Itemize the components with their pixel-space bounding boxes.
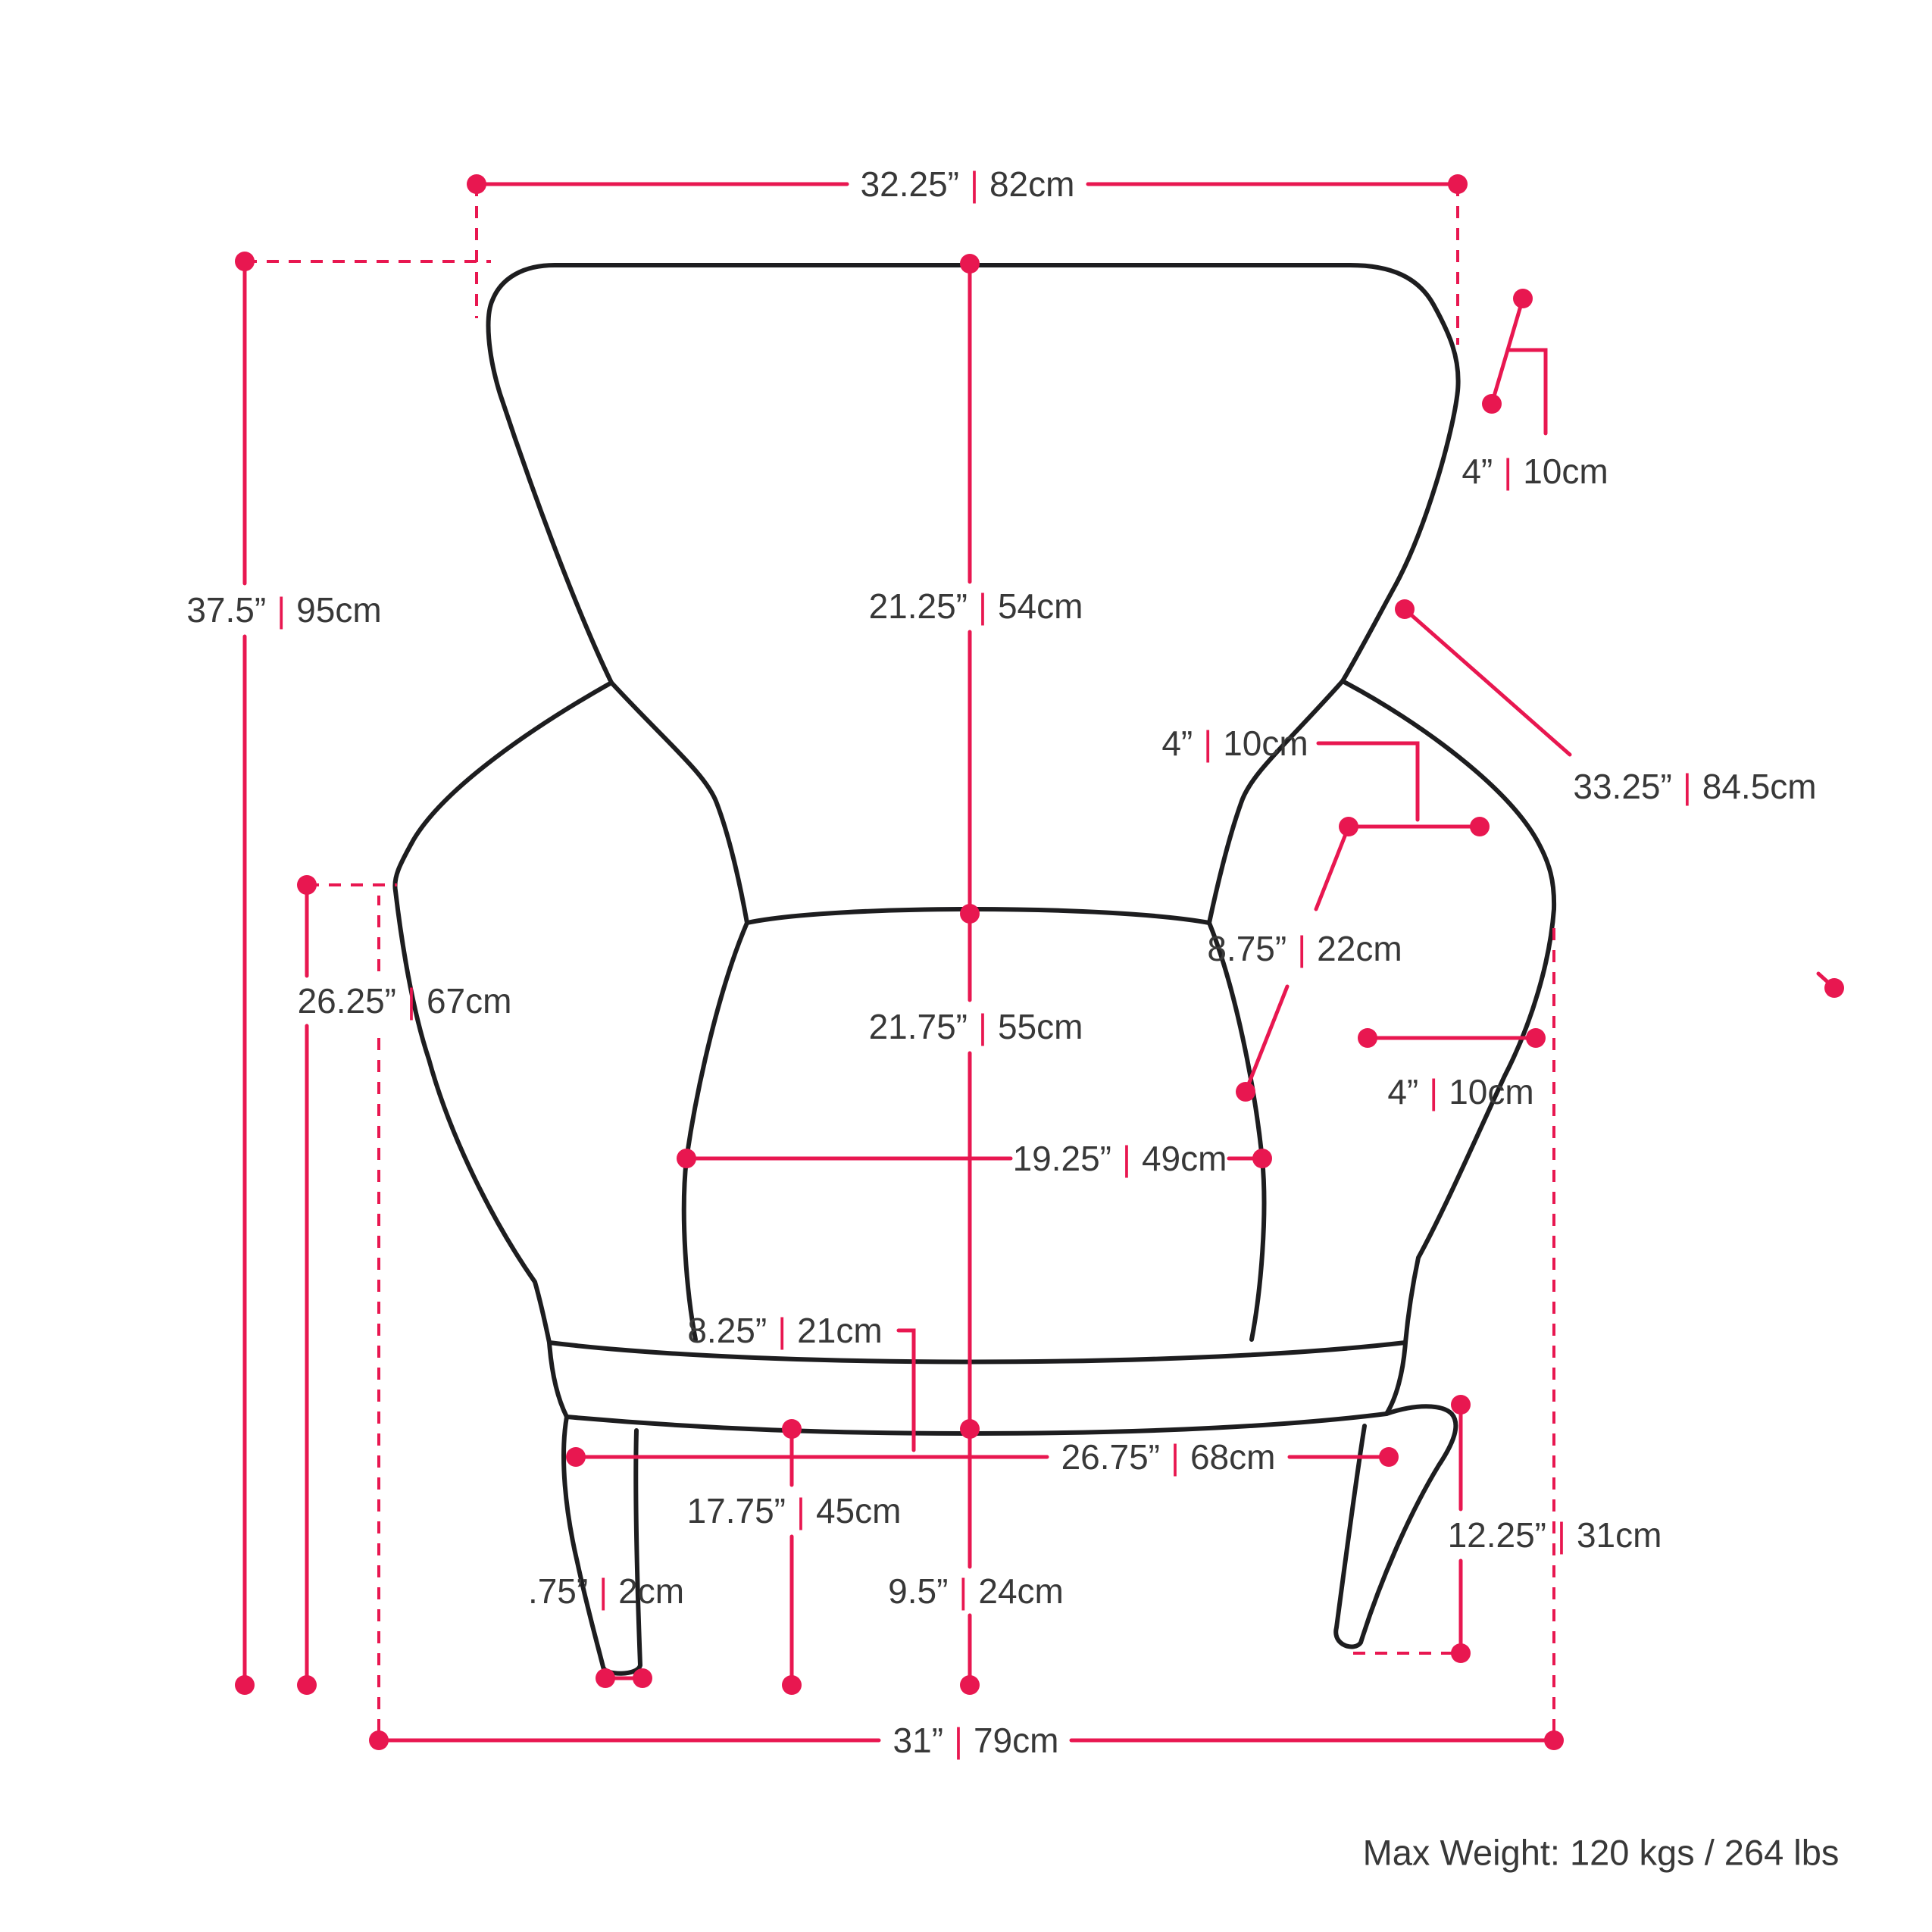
endpoint-dot xyxy=(782,1419,802,1439)
dim-label-arm-thickness: 4”|10cm xyxy=(1387,1072,1533,1111)
dim-base-width: 26.75”|68cm xyxy=(566,1437,1399,1477)
dim-cushion-thickness: 8.25”|21cm xyxy=(687,1311,916,1452)
endpoint-dot xyxy=(960,1675,980,1695)
chair-left-wing-inner xyxy=(609,680,749,925)
leader-line xyxy=(1507,348,1548,436)
dim-label-arm-height: 8.75”|22cm xyxy=(1207,929,1402,968)
dim-label-top-width: 32.25”|82cm xyxy=(861,164,1075,204)
chair-right-arm-outer xyxy=(1340,679,1557,1345)
chair-skirt-left-side xyxy=(547,1340,569,1419)
endpoint-dot xyxy=(235,1675,255,1695)
dim-label-back-leg-height: 12.25”|31cm xyxy=(1448,1515,1662,1555)
dim-seat-back-height: 21.75”|55cm xyxy=(869,911,1083,1439)
endpoint-dot xyxy=(1451,1395,1471,1415)
endpoint-dot xyxy=(1482,394,1502,414)
endpoint-dot xyxy=(566,1447,586,1467)
dimension-line xyxy=(1402,607,1572,757)
dim-seat-width: 19.25”|49cm xyxy=(677,1139,1272,1178)
dim-arm-thickness: 4”|10cm xyxy=(1358,1028,1546,1111)
endpoint-dot xyxy=(297,875,317,895)
endpoint-dot xyxy=(1451,1643,1471,1663)
endpoint-dot xyxy=(1358,1028,1377,1048)
dim-label-seat-height: 17.75”|45cm xyxy=(687,1491,902,1530)
leader-line xyxy=(896,1328,916,1452)
dim-label-seat-back-height: 21.75”|55cm xyxy=(869,1007,1083,1046)
endpoint-dot xyxy=(297,1675,317,1695)
endpoint-dot xyxy=(677,1149,696,1168)
max-weight-note: Max Weight: 120 kgs / 264 lbs xyxy=(1363,1833,1840,1873)
dim-label-wing-thickness: 4”|10cm xyxy=(1462,452,1608,491)
dim-back-height: 21.25”|54cm xyxy=(869,254,1083,924)
endpoint-dot xyxy=(235,252,255,271)
endpoint-dot xyxy=(1544,1730,1564,1750)
endpoint-dot xyxy=(633,1668,652,1688)
dim-label-front-leg-height: 9.5”|24cm xyxy=(888,1571,1064,1611)
endpoint-dot xyxy=(1252,1149,1272,1168)
dim-label-cushion-thickness: 8.25”|21cm xyxy=(687,1311,882,1350)
dim-arm-top-width: 4”|10cm xyxy=(1161,724,1490,836)
endpoint-dot xyxy=(369,1730,389,1750)
dim-label-back-height: 21.25”|54cm xyxy=(869,586,1083,626)
endpoint-dot xyxy=(1395,599,1415,619)
dim-foot-width: .75”|2cm xyxy=(528,1571,684,1688)
dim-seat-height: 17.75”|45cm xyxy=(687,1419,902,1695)
dim-label-bottom-width: 31”|79cm xyxy=(893,1721,1059,1760)
chair-left-arm-inner xyxy=(681,921,749,1342)
endpoint-dot xyxy=(1470,817,1490,836)
chair-left-leg xyxy=(561,1415,642,1676)
chair-skirt-right-side xyxy=(1384,1340,1408,1416)
dim-overall-height: 37.5”|95cm xyxy=(186,252,491,1695)
chair-back-outline xyxy=(486,263,1461,685)
dim-label-base-width: 26.75”|68cm xyxy=(1061,1437,1276,1477)
leader-line xyxy=(1316,741,1420,822)
endpoint-dot xyxy=(596,1668,615,1688)
dim-label-arm-floor-height: 26.25”|67cm xyxy=(298,981,512,1021)
endpoint-dot xyxy=(1824,978,1844,998)
dimension-line xyxy=(1314,824,1351,911)
dim-bottom-width: 31”|79cm xyxy=(369,896,1564,1760)
dim-label-diagonal-depth: 33.25”|84.5cm xyxy=(1573,767,1816,806)
chair-left-arm-outer xyxy=(392,680,614,1345)
dim-label-overall-height: 37.5”|95cm xyxy=(186,590,381,630)
dim-top-width: 32.25”|82cm xyxy=(467,164,1468,345)
dim-label-arm-top-width: 4”|10cm xyxy=(1161,724,1308,763)
chair-skirt-top xyxy=(547,1340,1408,1365)
endpoint-dot xyxy=(960,254,980,274)
chair-right-arm-inner xyxy=(1207,921,1267,1342)
dim-front-leg-height: 9.5”|24cm xyxy=(888,1427,1064,1695)
endpoint-dot xyxy=(1379,1447,1399,1467)
dim-diagonal-depth: 33.25”|84.5cm xyxy=(1395,599,1844,998)
dim-arm-height: 8.75”|22cm xyxy=(1207,824,1402,1102)
endpoint-dot xyxy=(782,1675,802,1695)
endpoint-dot xyxy=(1513,289,1533,308)
dimension-line xyxy=(1243,984,1290,1094)
endpoint-dot xyxy=(1526,1028,1546,1048)
dim-label-seat-width: 19.25”|49cm xyxy=(1013,1139,1227,1178)
chair-right-wing-inner xyxy=(1207,679,1345,925)
endpoint-dot xyxy=(1236,1082,1255,1102)
endpoint-dot xyxy=(1448,174,1468,194)
dimension-line xyxy=(1490,296,1525,406)
endpoint-dot xyxy=(467,174,486,194)
dim-wing-thickness: 4”|10cm xyxy=(1462,289,1608,491)
chair-right-leg xyxy=(1333,1404,1458,1649)
dim-back-leg-height: 12.25”|31cm xyxy=(1353,1395,1662,1663)
dim-arm-floor-height: 26.25”|67cm xyxy=(297,875,511,1695)
dim-label-foot-width: .75”|2cm xyxy=(528,1571,684,1611)
